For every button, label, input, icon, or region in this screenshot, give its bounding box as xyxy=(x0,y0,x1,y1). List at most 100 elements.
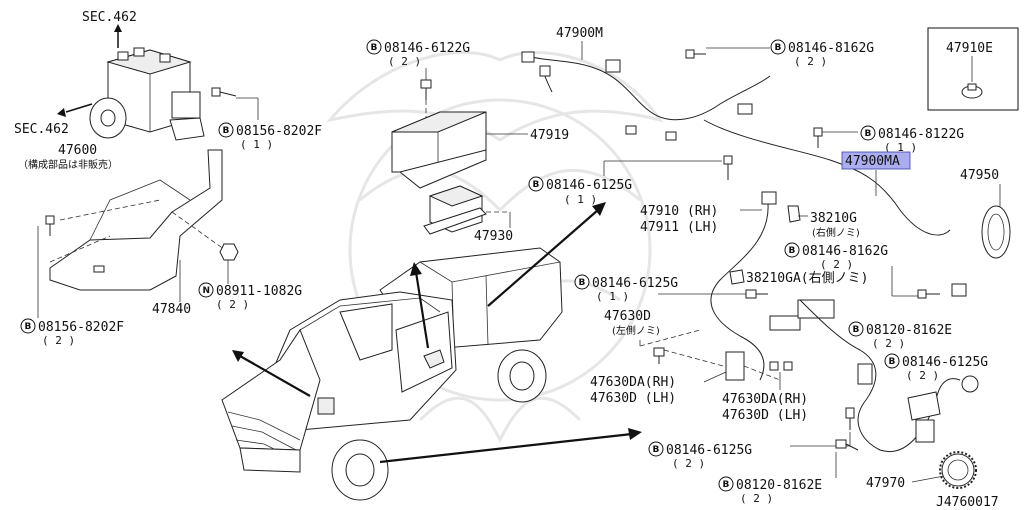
bolt-symbol-icon xyxy=(860,125,876,141)
bolt-icon xyxy=(685,49,706,59)
bolt-08146-8162G-mid-qty: ( 2 ) xyxy=(820,258,853,271)
figure-id: J4760017 xyxy=(936,495,999,510)
bolt-08146-6125G-a-qty: ( 1 ) xyxy=(564,193,597,206)
bolt-icon xyxy=(653,347,665,364)
arrow-left-icon xyxy=(57,108,66,117)
part-47600-note: （構成部品は非販売） xyxy=(18,158,118,171)
bolt-08120-8162E-a-label: 08120-8162E xyxy=(866,323,952,338)
bolt-icon xyxy=(211,87,237,97)
part-47900MA-label: 47900MA xyxy=(845,154,900,169)
sensor-harness-group: 47900M B 08146-8162G ( 2 ) 47910E xyxy=(521,26,1019,510)
part-47950-label: 47950 xyxy=(960,168,999,183)
bolt-symbol-text: B xyxy=(653,445,660,455)
part-47919-label: 47919 xyxy=(530,128,569,143)
bolt-08156-8202F-a-qty: ( 1 ) xyxy=(240,138,273,151)
front-sensor-cable xyxy=(710,203,769,381)
bolt-symbol-text: B xyxy=(533,180,540,190)
part-47900M-label: 47900M xyxy=(556,26,603,41)
bolt-symbol-icon xyxy=(20,318,36,334)
sensor-location-marker xyxy=(423,349,445,369)
bolt-symbol-text: B xyxy=(853,325,860,335)
part-47900MA-highlight xyxy=(841,151,911,170)
sensor-bracket xyxy=(725,351,745,381)
bolt-symbol-text: B xyxy=(223,126,230,136)
bolt-08146-6125G-a-label: 08146-6125G xyxy=(546,178,632,193)
bolt-symbol-text: B xyxy=(775,43,782,53)
part-47630D-top-note: (左側ノミ) xyxy=(612,324,660,337)
bolt-symbol-text: B xyxy=(723,480,730,490)
bolt-08156-8202F-a-label: 08156-8202F xyxy=(236,124,322,139)
bolt-symbol-icon xyxy=(848,321,864,337)
sec462-top-label: SEC.462 xyxy=(82,10,137,25)
bolt-symbol-icon xyxy=(366,39,382,55)
abs-actuator-group: SEC.462 SEC.462 47600 （構成部品は非販売） B 08156… xyxy=(14,10,322,347)
tone-ring-47970 xyxy=(941,453,975,487)
actuator-location-marker xyxy=(317,397,335,415)
sensor-connector xyxy=(951,283,967,297)
sensor-rotor-47950 xyxy=(981,205,1011,259)
bolt-icon xyxy=(835,439,859,451)
bolt-08146-8162G-top-qty: ( 2 ) xyxy=(794,55,827,68)
control-unit-group: B 08146-6122G ( 2 ) 47919 47930 xyxy=(366,39,569,244)
bolt-symbol-text: B xyxy=(865,129,872,139)
bolt-08146-8162G-mid-label: 08146-8162G xyxy=(802,244,888,259)
rear-wheel-sensor xyxy=(915,419,935,443)
sensor-head xyxy=(961,375,979,393)
bolt-symbol-icon xyxy=(574,274,590,290)
bolt-symbol-icon xyxy=(784,242,800,258)
arrow-up-icon xyxy=(114,24,122,32)
nut-icon xyxy=(219,243,239,261)
bolt-08146-6125G-b-label: 08146-6125G xyxy=(592,276,678,291)
truck-illustration xyxy=(221,202,642,501)
part-47630D-lh-b-label: 47630D (LH) xyxy=(722,408,808,423)
bolt-08146-8162G-top-label: 08146-8162G xyxy=(788,41,874,56)
part-47630D-lh-a-label: 47630D (LH) xyxy=(590,391,676,406)
part-38210G-note: (右側ノミ) xyxy=(812,226,860,239)
bolt-icon xyxy=(745,289,768,299)
bolt-icon xyxy=(723,155,733,180)
arrow-icon xyxy=(628,428,642,440)
bolt-08146-6125G-c-label: 08146-6125G xyxy=(902,355,988,370)
bolt-symbol-icon xyxy=(528,176,544,192)
harness-47900M xyxy=(527,55,771,121)
part-47910E-label: 47910E xyxy=(946,41,993,56)
bolt-symbol-text: B xyxy=(889,357,896,367)
part-38210GA-label: 38210GA(右側ノミ) xyxy=(746,271,868,286)
part-47840-label: 47840 xyxy=(152,302,191,317)
bolt-08156-8202F-b-label: 08156-8202F xyxy=(38,320,124,335)
arrow-icon xyxy=(410,262,422,276)
bolt-icon xyxy=(45,215,55,236)
arrow-icon xyxy=(592,202,606,216)
sensor-bracket xyxy=(857,363,873,385)
bolt-symbol-icon xyxy=(770,39,786,55)
bolt-symbol-text: B xyxy=(579,278,586,288)
bolt-symbol-text: B xyxy=(371,43,378,53)
bolt-08146-6125G-d-label: 08146-6125G xyxy=(666,443,752,458)
part-47930-label: 47930 xyxy=(474,229,513,244)
bolt-08156-8202F-b-qty: ( 2 ) xyxy=(42,334,75,347)
bolt-symbol-text: B xyxy=(789,246,796,256)
sensor-connector xyxy=(761,191,777,205)
nut-08911-1082G-qty: ( 2 ) xyxy=(216,298,249,311)
part-47630DA-rh-a-label: 47630DA(RH) xyxy=(590,375,676,390)
bolt-08146-8122G-qty: ( 1 ) xyxy=(884,141,917,154)
bolt-symbol-icon xyxy=(648,441,664,457)
nut-symbol-text: N xyxy=(203,286,211,296)
part-47910-label: 47910 (RH) xyxy=(640,204,718,219)
arrow-icon xyxy=(232,350,244,362)
part-47970-label: 47970 xyxy=(866,476,905,491)
bolt-icon xyxy=(783,361,793,371)
sec462-left-label: SEC.462 xyxy=(14,122,69,137)
bolt-symbol-icon xyxy=(884,353,900,369)
bolt-08120-8162E-a-qty: ( 2 ) xyxy=(872,337,905,350)
bolt-08120-8162E-b-label: 08120-8162E xyxy=(736,478,822,493)
bolt-08146-6122G-label: 08146-6122G xyxy=(384,41,470,56)
nut-symbol-icon xyxy=(198,282,214,298)
bolt-symbol-text: B xyxy=(25,322,32,332)
bolt-icon xyxy=(769,361,779,371)
bracket-47840 xyxy=(49,149,223,291)
bolt-symbol-icon xyxy=(718,476,734,492)
sensor-bracket xyxy=(769,315,801,331)
bolt-08146-8122G-label: 08146-8122G xyxy=(878,127,964,142)
